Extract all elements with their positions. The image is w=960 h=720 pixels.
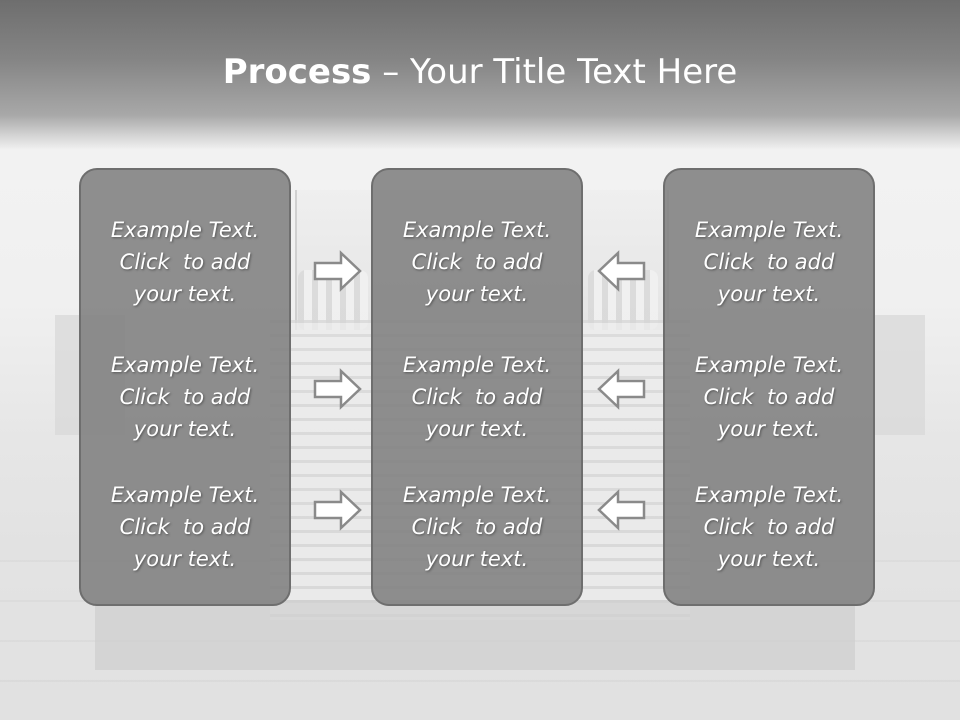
text-block[interactable]: Example Text. Click to add your text. [81, 479, 289, 575]
text-line: your text. [133, 547, 237, 571]
text-block[interactable]: Example Text. Click to add your text. [665, 479, 873, 575]
text-line: Click to add [119, 250, 251, 274]
text-line: Example Text. [110, 483, 260, 507]
text-block[interactable]: Example Text. Click to add your text. [665, 214, 873, 310]
text-line: Example Text. [402, 218, 552, 242]
slide-title[interactable]: Process – Your Title Text Here [0, 52, 960, 92]
arrow-right-icon [313, 250, 362, 292]
text-line: your text. [133, 282, 237, 306]
text-block[interactable]: Example Text. Click to add your text. [373, 479, 581, 575]
text-line: Example Text. [694, 353, 844, 377]
arrow-left-icon [597, 368, 646, 410]
arrow-left-icon [597, 250, 646, 292]
text-line: Example Text. [402, 483, 552, 507]
text-line: your text. [425, 547, 529, 571]
text-line: Click to add [411, 250, 543, 274]
title-bar [0, 0, 960, 150]
title-bold: Process [222, 52, 372, 92]
text-line: your text. [717, 282, 821, 306]
text-line: Click to add [119, 515, 251, 539]
text-line: Example Text. [402, 353, 552, 377]
arrow-right-icon [313, 368, 362, 410]
text-line: Click to add [119, 385, 251, 409]
background-bed-base [95, 600, 855, 670]
text-block[interactable]: Example Text. Click to add your text. [81, 349, 289, 445]
arrow-left-icon [597, 489, 646, 531]
background-nightstand [875, 315, 925, 435]
arrow-right-icon [313, 489, 362, 531]
text-line: Click to add [411, 385, 543, 409]
text-block[interactable]: Example Text. Click to add your text. [373, 349, 581, 445]
text-line: Click to add [703, 250, 835, 274]
text-line: your text. [425, 282, 529, 306]
text-line: Click to add [703, 515, 835, 539]
text-line: your text. [133, 417, 237, 441]
title-rest: – Your Title Text Here [371, 52, 738, 92]
text-block[interactable]: Example Text. Click to add your text. [665, 349, 873, 445]
process-box-middle[interactable]: Example Text. Click to add your text. Ex… [371, 168, 583, 606]
text-line: Example Text. [694, 218, 844, 242]
text-line: Example Text. [110, 218, 260, 242]
text-block[interactable]: Example Text. Click to add your text. [81, 214, 289, 310]
process-box-right[interactable]: Example Text. Click to add your text. Ex… [663, 168, 875, 606]
text-line: Example Text. [694, 483, 844, 507]
process-box-left[interactable]: Example Text. Click to add your text. Ex… [79, 168, 291, 606]
text-line: your text. [717, 417, 821, 441]
text-line: Example Text. [110, 353, 260, 377]
text-line: your text. [717, 547, 821, 571]
text-line: your text. [425, 417, 529, 441]
text-block[interactable]: Example Text. Click to add your text. [373, 214, 581, 310]
text-line: Click to add [703, 385, 835, 409]
text-line: Click to add [411, 515, 543, 539]
